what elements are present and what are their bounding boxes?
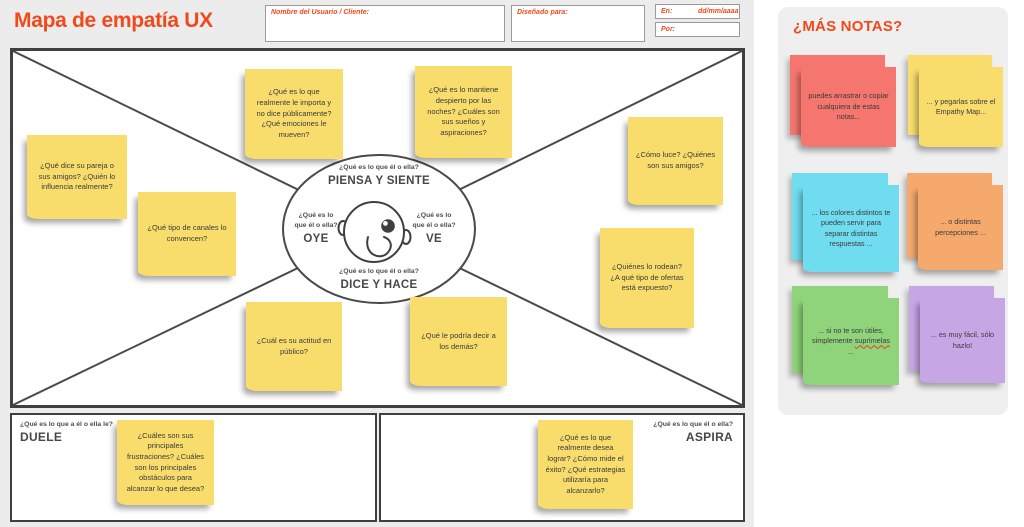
note-actitud-publico[interactable]: ¿Cuál es su actitud en público? bbox=[246, 302, 342, 391]
note-desea-lograr[interactable]: ¿Qué es lo que realmente desea lograr? ¿… bbox=[538, 420, 633, 509]
section-ve-label: VE bbox=[426, 232, 442, 245]
section-dice-label: DICE Y HACE bbox=[340, 278, 418, 291]
sticky-note-suprimir-hint[interactable]: ... si no te son útiles, simplemente sup… bbox=[803, 298, 899, 385]
sticky-note-suprimir-text: ... si no te son útiles, simplemente sup… bbox=[812, 325, 890, 356]
sticky-note-drag-hint[interactable]: puedes arrastrar o copiar cualquiera de … bbox=[801, 67, 896, 147]
field-disenado-para-label: Diseñado para: bbox=[517, 9, 568, 16]
section-piensa-y-siente: ¿Qué es lo que él o ella? PIENSA Y SIENT… bbox=[328, 163, 430, 187]
section-ve: ¿Qué es lo que él o ella? VE bbox=[412, 211, 455, 245]
sticky-note-percepciones-hint[interactable]: ... o distintas percepciones ... bbox=[918, 185, 1003, 270]
more-notes-panel: ¿MÁS NOTAS? puedes arrastrar o copiar cu… bbox=[778, 7, 1008, 415]
note-pareja-amigos[interactable]: ¿Qué dice su pareja o sus amigos? ¿Quién… bbox=[27, 135, 127, 219]
section-aspira-question: ¿Qué es lo que él o ella? bbox=[653, 421, 733, 428]
section-aspira-label: ASPIRA bbox=[685, 429, 733, 444]
more-notes-title: ¿MÁS NOTAS? bbox=[793, 18, 903, 35]
note-quienes-rodean[interactable]: ¿Quiénes lo rodean? ¿A qué tipo de ofert… bbox=[600, 228, 694, 328]
section-oye-question-2: que él o ella? bbox=[294, 221, 338, 229]
face-icon bbox=[337, 201, 412, 263]
section-dice-y-hace: ¿Qué es lo que él o ella? DICE Y HACE bbox=[339, 267, 419, 291]
section-duele-header: ¿Qué es lo que a él o ella le? DUELE bbox=[20, 420, 113, 444]
field-nombre-usuario-label: Nombre del Usuario / Cliente: bbox=[271, 9, 370, 16]
section-oye-question-1: ¿Qué es lo bbox=[298, 212, 334, 219]
section-ve-question-2: que él o ella? bbox=[412, 221, 456, 229]
note-decir-demas[interactable]: ¿Qué le podría decir a los demás? bbox=[410, 297, 507, 386]
section-piensa-label: PIENSA Y SIENTE bbox=[327, 174, 431, 187]
field-nombre-usuario[interactable]: Nombre del Usuario / Cliente: bbox=[265, 5, 505, 42]
note-como-luce[interactable]: ¿Cómo luce? ¿Quiénes son sus amigos? bbox=[628, 117, 723, 205]
note-frustraciones[interactable]: ¿Cuáles son sus principales frustracione… bbox=[117, 420, 214, 505]
section-dice-question: ¿Qué es lo que él o ella? bbox=[339, 268, 419, 275]
page-title: Mapa de empatía UX bbox=[14, 9, 213, 32]
empathy-map-board: Mapa de empatía UX Nombre del Usuario / … bbox=[0, 0, 754, 527]
field-fecha-label: En: bbox=[661, 8, 673, 15]
note-desvelos-suenos[interactable]: ¿Qué es lo mantiene despierto por las no… bbox=[415, 66, 512, 158]
section-duele-question: ¿Qué es lo que a él o ella le? bbox=[20, 421, 113, 428]
section-oye: ¿Qué es lo que él o ella? OYE bbox=[294, 211, 337, 245]
field-disenado-para[interactable]: Diseñado para: bbox=[511, 5, 645, 42]
sticky-note-hazlo-hint[interactable]: ... es muy fácil, sólo hazlo! bbox=[920, 298, 1005, 383]
section-aspira-header: ¿Qué es lo que él o ella? ASPIRA bbox=[653, 420, 733, 444]
note-canales[interactable]: ¿Qué tipo de canales lo convencen? bbox=[138, 192, 236, 276]
field-fecha[interactable]: En: dd/mm/aaaa bbox=[655, 4, 740, 19]
field-fecha-value: dd/mm/aaaa bbox=[698, 8, 739, 15]
sticky-note-colores-hint[interactable]: ... los colores distintos te pueden serv… bbox=[803, 185, 899, 272]
note-que-le-importa[interactable]: ¿Qué es lo que realmente le importa y no… bbox=[245, 69, 343, 159]
field-por[interactable]: Por: bbox=[655, 22, 740, 37]
empathy-lines bbox=[13, 51, 742, 405]
sticky-note-paste-hint[interactable]: ... y pegarlas sobre el Empathy Map... bbox=[919, 67, 1003, 147]
misspelled-word: suprímelas bbox=[854, 336, 890, 346]
section-oye-label: OYE bbox=[303, 232, 329, 245]
section-ve-question-1: ¿Qué es lo bbox=[416, 212, 452, 219]
section-duele-label: DUELE bbox=[20, 429, 63, 444]
section-piensa-question: ¿Qué es lo que él o ella? bbox=[339, 164, 419, 171]
field-por-label: Por: bbox=[661, 26, 675, 33]
